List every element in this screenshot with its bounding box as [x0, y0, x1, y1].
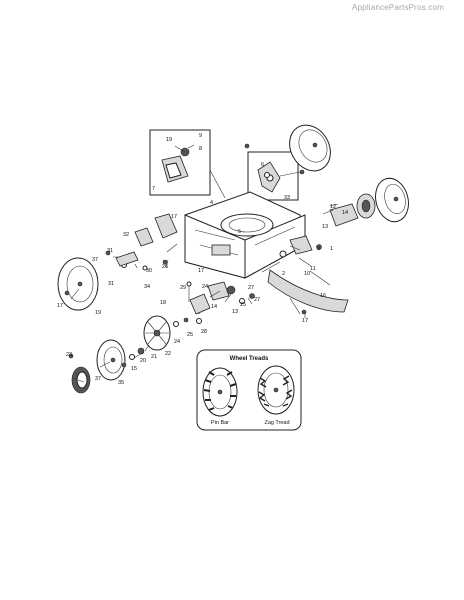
pin-bar-label: Pin Bar: [211, 420, 229, 426]
callout-37a: 37: [92, 257, 98, 263]
gear-assembly-right: [329, 193, 376, 227]
callout-7: 7: [152, 186, 155, 192]
callout-20: 15: [131, 366, 137, 372]
callout-30: 30: [146, 268, 152, 274]
callout-25: 25: [187, 332, 193, 338]
callout-13b: 13: [232, 309, 238, 315]
callout-19: 19: [166, 137, 172, 143]
height-adjuster-gear: [143, 315, 171, 351]
callout-17a: 17: [171, 214, 177, 220]
callout-9: 9: [199, 133, 202, 139]
callout-17b: 17: [198, 268, 204, 274]
watermark: AppliancePartsPros.com: [352, 3, 444, 12]
front-wheel-left: [57, 257, 99, 311]
callout-28b: 27: [254, 297, 260, 303]
leader-lines: [70, 203, 339, 383]
callout-37b: 37: [95, 376, 101, 382]
callout-13a: 13: [322, 224, 328, 230]
callout-28a: 27: [248, 285, 254, 291]
callout-17d: 17: [302, 318, 308, 324]
callout-24b: 24: [174, 339, 180, 345]
callout-19b: 19: [95, 310, 101, 316]
callout-22: 21: [151, 354, 157, 360]
callout-1: 1: [330, 246, 333, 252]
wheel-treads-panel: Wheel Treads Pin Bar Zag Tread: [196, 349, 302, 431]
callout-11: 11: [310, 266, 316, 272]
callout-29: 29: [180, 285, 186, 291]
front-wheel-bottom: [96, 339, 126, 381]
callout-labels: 19 9 8 7 6 33 32 12 5 14 17 4 13 31 37 2…: [57, 133, 348, 386]
wheel-treads-title: Wheel Treads: [230, 356, 269, 362]
rear-wheel-top: [289, 124, 331, 172]
callout-31b: 31: [108, 281, 114, 287]
discharge-chute: [267, 269, 349, 315]
mower-deck: [184, 191, 306, 279]
callout-5: 5: [238, 229, 241, 235]
callout-12: 12: [330, 204, 336, 210]
zag-tread-label: Zag Tread: [264, 420, 289, 426]
callout-3: 3: [317, 246, 320, 252]
callout-18: 35: [118, 380, 124, 386]
callout-16: 16: [320, 293, 326, 299]
callout-23: 22: [165, 351, 171, 357]
callout-21: 20: [140, 358, 146, 364]
callout-36: 18: [160, 300, 166, 306]
callout-34: 34: [144, 284, 150, 290]
callout-6: 6: [261, 162, 264, 168]
callout-33: 33: [284, 195, 290, 201]
callout-26: 26: [162, 264, 168, 270]
callout-14b: 14: [211, 304, 217, 310]
callout-17c: 17: [57, 303, 63, 309]
callout-8: 8: [199, 146, 202, 152]
rear-wheel-right: [375, 177, 409, 223]
callout-2: 2: [282, 271, 285, 277]
callout-4: 4: [210, 200, 213, 206]
callout-14: 14: [342, 210, 348, 216]
callout-15: 28: [201, 329, 207, 335]
callout-32: 32: [123, 232, 129, 238]
pin-bar-tread-wheel: [202, 367, 238, 417]
zag-tread-wheel: [257, 365, 295, 415]
hubcap: [71, 366, 91, 394]
handle-bracket-inset: [149, 129, 226, 199]
small-hardware: [64, 143, 322, 368]
callout-24a: 24: [202, 284, 208, 290]
callout-35: 23: [66, 352, 72, 358]
callout-10: 10: [304, 271, 310, 277]
callout-27: 25: [240, 302, 246, 308]
callout-31a: 31: [107, 248, 113, 254]
